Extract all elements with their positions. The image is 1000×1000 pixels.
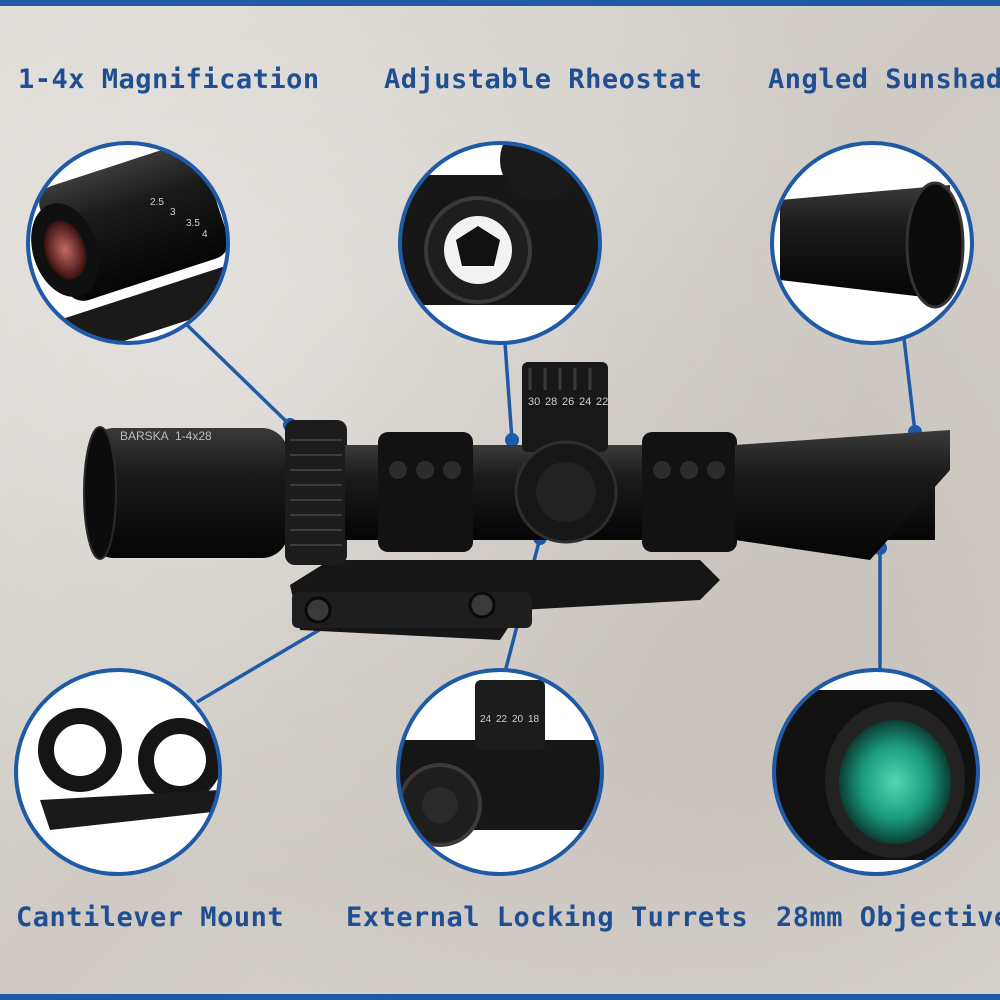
label-turrets: External Locking Turrets [346, 902, 749, 933]
callout-circle-mount [14, 668, 222, 876]
elevation-mark: 26 [562, 396, 574, 408]
scope-ring-front [642, 432, 737, 552]
turret-mark: 20 [512, 714, 524, 725]
callout-circle-sunshade [770, 141, 974, 345]
line-magnification [183, 321, 292, 427]
model-text: 1-4x28 [175, 429, 212, 443]
mount-bolt-icon [304, 596, 332, 624]
magnification-mark: 4 [202, 229, 208, 240]
line-rheostat [503, 342, 514, 441]
eyepiece-rim [83, 426, 117, 560]
magnification-mark: 3 [170, 207, 176, 218]
magnification-mark: 2.5 [150, 197, 164, 208]
lens-icon [839, 720, 951, 844]
callout-circle-objective [772, 668, 980, 876]
elevation-mark: 24 [579, 396, 591, 408]
label-magnification: 1-4x Magnification [18, 64, 320, 95]
magnification-mark: 3.5 [186, 218, 200, 229]
line-sunshade [901, 329, 917, 433]
objective-bell [735, 430, 950, 560]
eyepiece [88, 428, 288, 558]
scope-main [83, 362, 950, 640]
turret-mark: 24 [480, 714, 492, 725]
bottom-border [0, 994, 1000, 1000]
label-objective: 28mm Objective [776, 902, 1000, 933]
scope-ring-rear [378, 432, 473, 552]
magnification-ring [285, 420, 347, 565]
turret-mark: 22 [496, 714, 508, 725]
elevation-mark: 30 [528, 396, 540, 408]
mount-bolt-icon [468, 591, 496, 619]
label-sunshade: Angled Sunshade [768, 64, 1000, 95]
side-turret-cap [536, 462, 596, 522]
turret-mark: 18 [528, 714, 540, 725]
elevation-mark: 28 [545, 396, 557, 408]
label-rheostat: Adjustable Rheostat [384, 64, 703, 95]
callout-circle-turrets [396, 668, 604, 876]
top-border [0, 0, 1000, 6]
rheostat-star-icon [456, 226, 500, 266]
brand-text: BARSKA [120, 429, 169, 443]
label-mount: Cantilever Mount [16, 902, 285, 933]
callout-circle-magnification [26, 141, 230, 345]
callout-circle-rheostat [398, 141, 602, 345]
elevation-mark: 22 [596, 396, 608, 408]
dot-rheostat [505, 433, 519, 447]
